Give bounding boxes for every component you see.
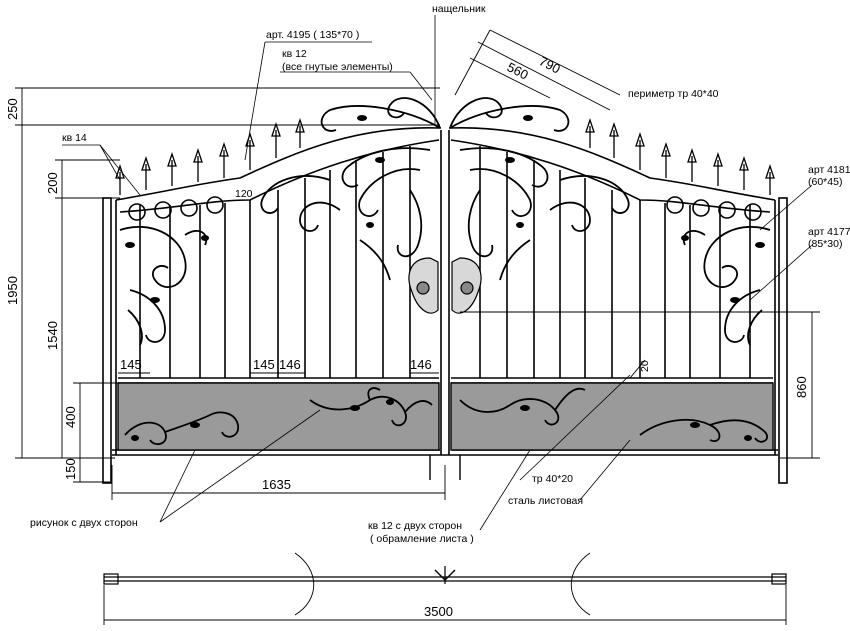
label-perimeter: периметр тр 40*40 bbox=[628, 88, 719, 100]
label-pattern-both: рисунок с двух сторон bbox=[30, 517, 138, 529]
dim-400: 400 bbox=[63, 406, 78, 428]
label-art-4177-size: (85*30) bbox=[808, 238, 842, 250]
dim-3500: 3500 bbox=[424, 604, 453, 619]
spear-tips bbox=[115, 117, 775, 195]
leaves bbox=[125, 115, 765, 441]
label-kv12-title: кв 12 bbox=[282, 48, 307, 60]
dim-250: 250 bbox=[5, 98, 20, 120]
dim-145-b: 145 bbox=[253, 357, 275, 372]
dim-200: 200 bbox=[45, 172, 60, 194]
label-kv14: кв 14 bbox=[62, 132, 87, 144]
rings bbox=[128, 196, 762, 221]
plan-view bbox=[103, 552, 787, 616]
label-kv12-frame: ( обрамление листа ) bbox=[370, 533, 474, 545]
vertical-bars bbox=[139, 146, 751, 378]
scrollwork bbox=[119, 97, 771, 446]
label-art-4181-size: (60*45) bbox=[808, 176, 842, 188]
dim-146-a: 146 bbox=[279, 357, 301, 372]
post-feet bbox=[429, 455, 461, 480]
label-kv12-both: кв 12 с двух сторон bbox=[368, 520, 462, 532]
dim-1540: 1540 bbox=[45, 321, 60, 350]
dim-1635: 1635 bbox=[262, 477, 291, 492]
label-steel-sheet: сталь листовая bbox=[508, 495, 583, 507]
dim-560: 560 bbox=[505, 59, 531, 82]
left-post bbox=[102, 197, 112, 484]
label-art-4195: арт. 4195 ( 135*70 ) bbox=[266, 29, 359, 41]
leader-lines bbox=[62, 15, 813, 531]
label-art-4181: арт 4181 bbox=[808, 164, 850, 176]
right-post bbox=[778, 197, 788, 484]
label-pipe-40x20: тр 40*20 bbox=[532, 473, 573, 485]
label-strike-plate: нащельник bbox=[432, 3, 486, 15]
dimension-lines bbox=[15, 29, 820, 625]
dim-790: 790 bbox=[537, 53, 563, 76]
dim-145-a: 145 bbox=[120, 357, 142, 372]
dim-1950: 1950 bbox=[5, 276, 20, 305]
dim-146-b: 146 bbox=[410, 357, 432, 372]
dim-860: 860 bbox=[794, 376, 809, 398]
dim-150: 150 bbox=[63, 458, 78, 480]
sheet-right bbox=[450, 382, 774, 451]
center-rosettes bbox=[408, 257, 482, 314]
dim-20: 20 bbox=[639, 360, 651, 372]
label-art-4177: арт 4177 bbox=[808, 226, 850, 238]
label-kv12-sub: (все гнутые элементы) bbox=[282, 61, 393, 73]
steel-sheets bbox=[117, 382, 774, 451]
dim-120: 120 bbox=[235, 188, 253, 200]
annotations: нащельник арт. 4195 ( 135*70 ) кв 12 (вс… bbox=[5, 3, 850, 619]
